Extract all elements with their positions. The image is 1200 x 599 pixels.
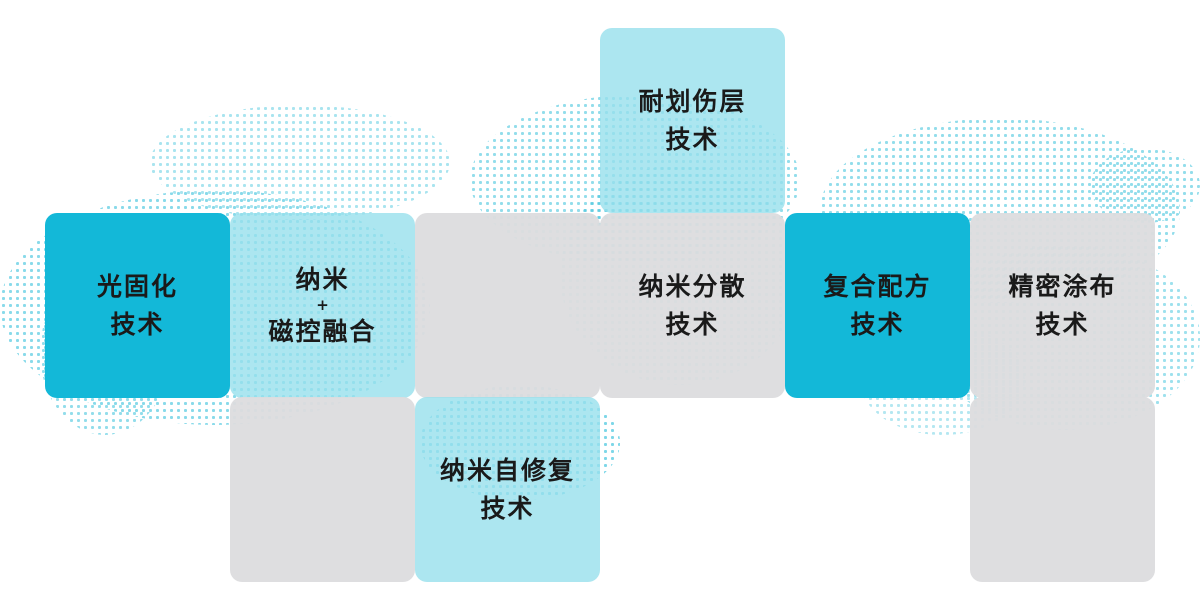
tile-nano-dispersion: 纳米分散 技术 <box>600 213 785 398</box>
tile-label-line: 技术 <box>110 309 165 339</box>
tile-precision-coating: 精密涂布 技术 <box>970 213 1155 398</box>
tile-label-line: 精密涂布 <box>1008 272 1117 301</box>
plus-sign: + <box>316 296 329 314</box>
tile-label-line: 纳米 <box>295 264 350 294</box>
tile-photo-curing: 光固化 技术 <box>45 213 230 398</box>
tile-label-line: 技术 <box>480 493 535 523</box>
tile-nano-magnetron-fusion: 纳米 + 磁控融合 <box>230 213 415 398</box>
tile-composite-formulation: 复合配方 技术 <box>785 213 970 398</box>
tile-label-line: 技术 <box>1035 309 1090 339</box>
tile-label-line: 光固化 <box>96 272 178 301</box>
tile-label-line: 技术 <box>665 124 720 154</box>
map-dots-blob <box>1090 148 1200 223</box>
tile-label-line: 纳米分散 <box>638 272 747 301</box>
tile-label-line: 纳米自修复 <box>439 456 575 485</box>
tile-label-line: 技术 <box>665 309 720 339</box>
tile-empty-mid <box>415 213 600 398</box>
tile-label-line: 复合配方 <box>823 272 932 301</box>
tile-empty-bottom-left <box>230 397 415 582</box>
map-dots-blob <box>150 105 450 220</box>
tile-empty-bottom-right <box>970 397 1155 582</box>
tile-nano-self-healing: 纳米自修复 技术 <box>415 397 600 582</box>
tile-scratch-resistant-layer: 耐划伤层 技术 <box>600 28 785 213</box>
tile-label-line: 耐划伤层 <box>638 87 747 116</box>
tile-label-line: 磁控融合 <box>268 317 377 346</box>
tile-label-line: 技术 <box>850 309 905 339</box>
